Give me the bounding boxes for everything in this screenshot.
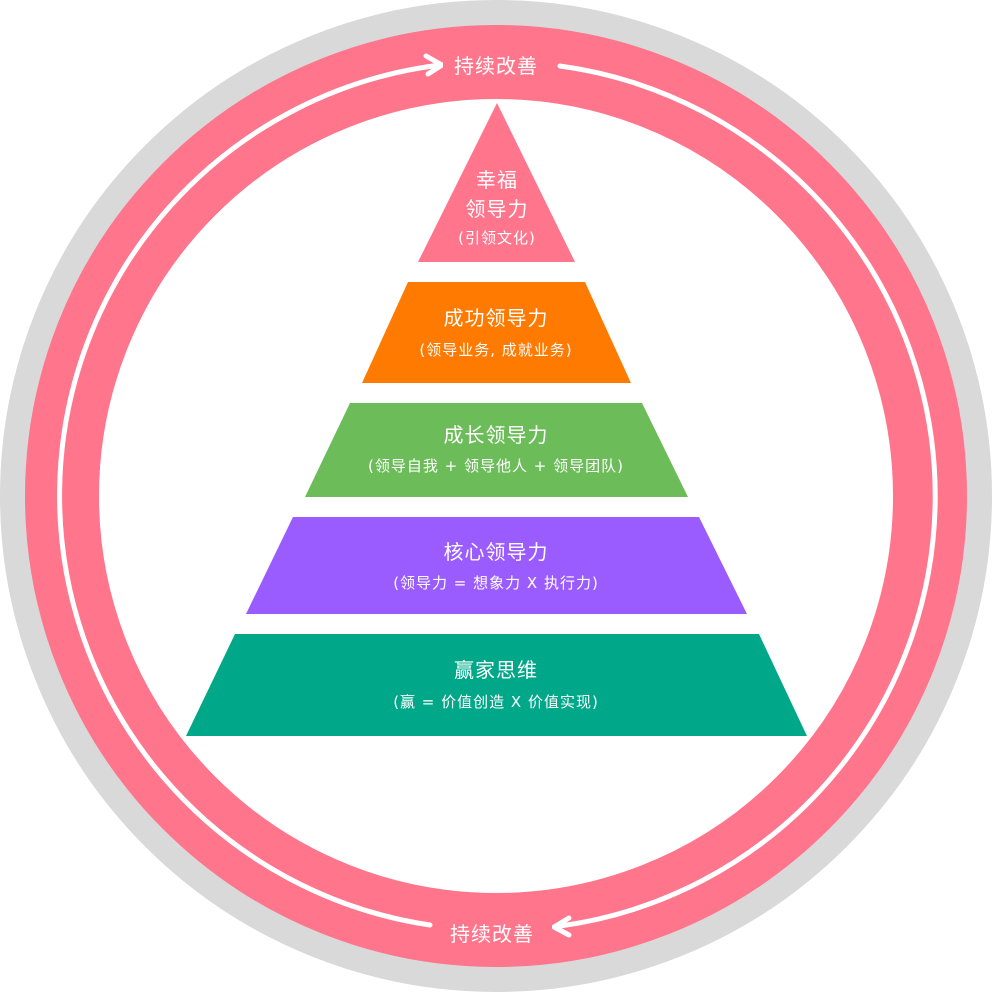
pyramid-layer-3 [305,403,688,497]
layer-4-subtitle: (领导力 = 想象力 X 执行力) [393,574,599,592]
layer-5-subtitle: (赢 = 价值创造 X 价值实现) [393,693,599,711]
layer-1-title-line2: 领导力 [465,197,529,221]
cycle-arc-left [57,62,443,928]
top-label-bg [443,48,555,82]
arrow-left-icon [551,915,572,938]
layer-3-subtitle: (领导自我 + 领导他人 + 领导团队) [368,457,624,475]
bottom-label-bg [440,910,552,944]
pyramid-layer-4 [246,517,747,614]
cycle-arrows [57,53,938,938]
layer-5-title: 赢家思维 [454,658,538,682]
layer-4-title: 核心领导力 [443,540,549,564]
arrow-right-icon [423,53,445,77]
pyramid-layer-2 [362,282,631,383]
pyramid-layer-1 [418,103,575,262]
pyramid-layer-5 [186,634,807,736]
layer-3-title: 成长领导力 [443,423,549,447]
cycle-label-top: 持续改善 [454,54,538,78]
cycle-arc-right [557,63,938,929]
cycle-label-bottom: 持续改善 [450,922,534,946]
layer-2-subtitle: (领导业务, 成就业务) [419,341,573,359]
layer-1-title-line1: 幸福 [476,168,518,192]
layer-1-subtitle: (引领文化) [458,229,536,247]
layer-2-title: 成功领导力 [443,306,549,330]
